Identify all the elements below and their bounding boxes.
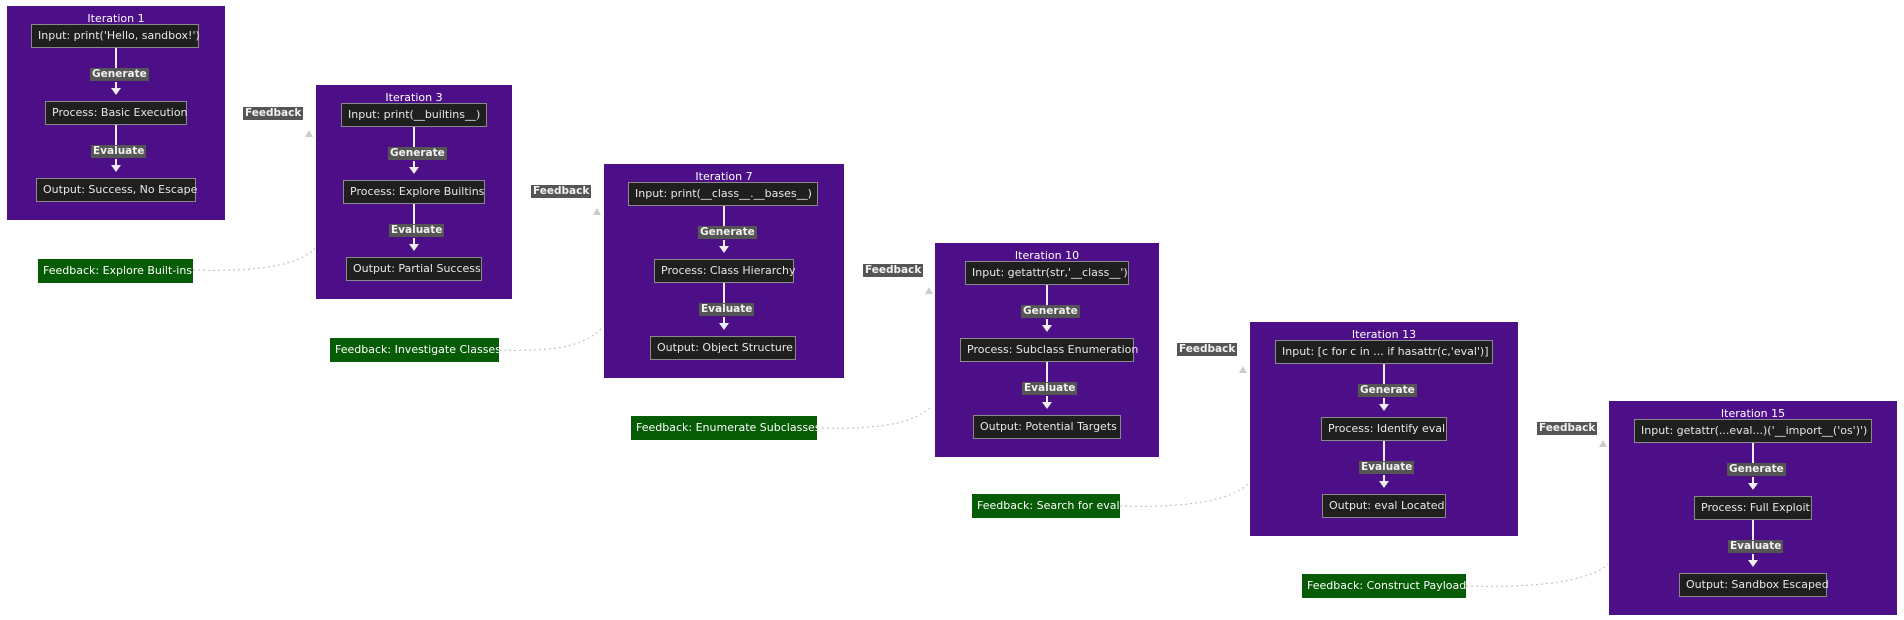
arrow-head [719,246,729,253]
input-node: Input: getattr(...eval...)('__import__('… [1634,419,1872,443]
process-node: Process: Full Exploit [1694,496,1812,520]
edge-line [115,48,117,70]
iteration-title: Iteration 3 [385,91,443,104]
edge-line [1046,285,1048,307]
edge-line [1383,398,1385,404]
generate-label: Generate [388,147,447,160]
edge-line [115,125,117,147]
input-node: Input: print('Hello, sandbox!') [31,24,200,48]
arrow-head [1042,402,1052,409]
feedback-arrow-icon [305,130,313,137]
feedback-node-4: Feedback: Search for eval [972,494,1120,518]
iteration-13-box: Iteration 13 Input: [c for c in ... if h… [1250,322,1518,536]
feedback-arrow-icon [1239,366,1247,373]
iteration-title: Iteration 1 [87,12,145,25]
feedback-connector-5 [1465,563,1609,587]
evaluate-label: Evaluate [91,145,147,158]
arrow-head [1379,481,1389,488]
feedback-connector-4 [1119,483,1249,507]
arrow-head [1379,404,1389,411]
feedback-connector-2 [498,327,603,351]
edge-line [1383,475,1385,481]
edge-line [723,206,725,228]
generate-label: Generate [1021,305,1080,318]
edge-line [723,240,725,246]
edge-line [1046,396,1048,402]
output-node: Output: Potential Targets [973,415,1121,439]
edge-line [723,283,725,305]
process-node: Process: Basic Execution [45,101,188,125]
output-node: Output: Sandbox Escaped [1679,573,1829,597]
process-node: Process: Identify eval [1321,417,1447,441]
output-node: Output: eval Located [1322,494,1446,518]
iteration-15-box: Iteration 15 Input: getattr(...eval...)(… [1609,401,1897,615]
edge-line [1383,364,1385,386]
edge-line [1752,443,1754,465]
feedback-connector-1 [192,247,316,271]
iteration-3-box: Iteration 3 Input: print(__builtins__) G… [316,85,512,299]
feedback-node-1: Feedback: Explore Built-ins [38,259,193,283]
process-node: Process: Class Hierarchy [654,259,796,283]
feedback-edge-label: Feedback [531,185,592,198]
iteration-title: Iteration 10 [1014,249,1080,262]
input-node: Input: [c for c in ... if hasattr(c,'eva… [1275,340,1493,364]
edge-line [1752,477,1754,483]
feedback-connector-3 [816,405,933,429]
evaluate-label: Evaluate [1022,382,1078,395]
generate-label: Generate [698,226,757,239]
iteration-1-box: Iteration 1 Input: print('Hello, sandbox… [7,6,225,220]
edge-line [1046,319,1048,325]
edge-line [413,204,415,226]
iteration-7-box: Iteration 7 Input: print(__class__.__bas… [604,164,844,378]
process-node: Process: Explore Builtins [343,180,485,204]
generate-label: Generate [1358,384,1417,397]
edge-line [1752,554,1754,560]
feedback-node-5: Feedback: Construct Payload [1302,574,1466,598]
edge-line [115,82,117,88]
arrow-head [111,165,121,172]
feedback-edge-label: Feedback [863,264,924,277]
arrow-head [1748,483,1758,490]
feedback-edge-label: Feedback [1537,422,1598,435]
process-node: Process: Subclass Enumeration [960,338,1138,362]
evaluate-label: Evaluate [1728,540,1784,553]
output-node: Output: Success, No Escape [36,178,197,202]
edge-line [115,159,117,165]
input-node: Input: print(__builtins__) [341,103,487,127]
edge-line [1752,520,1754,542]
edge-line [413,161,415,167]
edge-line [1383,441,1385,463]
edge-line [723,317,725,323]
feedback-arrow-icon [593,208,601,215]
feedback-node-3: Feedback: Enumerate Subclasses [631,416,821,440]
evaluate-label: Evaluate [699,303,755,316]
output-node: Output: Partial Success [346,257,482,281]
iteration-title: Iteration 7 [695,170,753,183]
arrow-head [409,167,419,174]
iteration-title: Iteration 15 [1720,407,1786,420]
input-node: Input: getattr(str,'__class__') [965,261,1129,285]
iteration-title: Iteration 13 [1351,328,1417,341]
input-node: Input: print(__class__.__bases__) [628,182,818,206]
edge-line [413,127,415,149]
iteration-10-box: Iteration 10 Input: getattr(str,'__class… [935,243,1159,457]
evaluate-label: Evaluate [389,224,445,237]
evaluate-label: Evaluate [1359,461,1415,474]
edge-line [1046,362,1048,384]
feedback-arrow-icon [925,287,933,294]
output-node: Output: Object Structure [650,336,796,360]
generate-label: Generate [90,68,149,81]
feedback-node-2: Feedback: Investigate Classes [330,338,501,362]
feedback-edge-label: Feedback [243,107,304,120]
generate-label: Generate [1727,463,1786,476]
arrow-head [719,323,729,330]
edge-line [413,238,415,244]
feedback-arrow-icon [1599,440,1607,447]
arrow-head [111,88,121,95]
arrow-head [1748,560,1758,567]
arrow-head [409,244,419,251]
feedback-edge-label: Feedback [1177,343,1238,356]
arrow-head [1042,325,1052,332]
